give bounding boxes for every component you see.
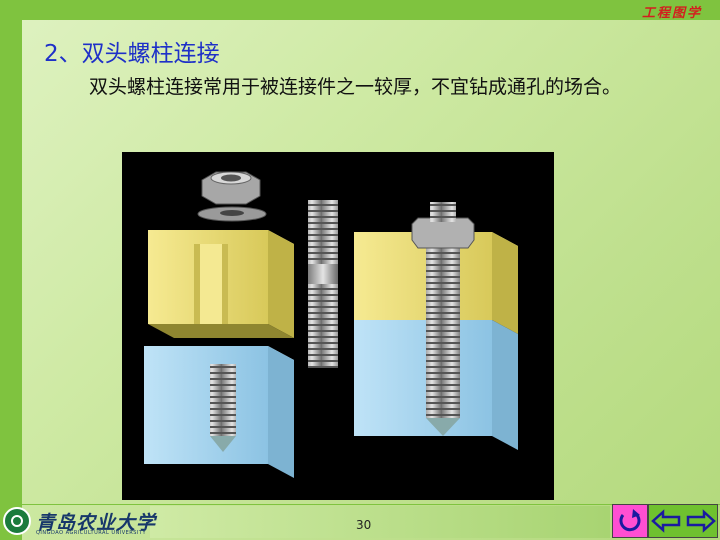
university-logo-icon (3, 507, 31, 535)
forward-arrow-icon[interactable] (683, 505, 718, 537)
top-bar (0, 0, 720, 20)
footer-bar (150, 506, 610, 538)
hex-nut (201, 171, 261, 205)
university-name-en: QINGDAO AGRICULTURAL UNIVERSITY (36, 530, 147, 536)
page-number: 30 (356, 518, 372, 532)
stud-bolt-illustration (122, 152, 554, 500)
university-name: 青岛农业大学 (36, 512, 157, 534)
stud-bolt-diagram (144, 171, 518, 478)
course-title: 工程图学 (641, 6, 702, 21)
washer (197, 206, 267, 222)
refresh-icon (619, 509, 641, 532)
upper-part-with-hole (148, 230, 294, 338)
back-arrow-icon[interactable] (649, 505, 684, 537)
section-paragraph: 双头螺柱连接常用于被连接件之一较厚，不宜钻成通孔的场合。 (89, 76, 622, 98)
refresh-button[interactable] (612, 504, 648, 538)
stud-bolt (308, 200, 338, 368)
footer-divider (0, 504, 720, 505)
navigation-buttons (648, 504, 718, 538)
left-bar (0, 0, 22, 540)
lower-part-threaded-hole (144, 346, 294, 478)
section-heading: 2、双头螺柱连接 (44, 41, 220, 67)
assembled-connection (354, 202, 518, 450)
